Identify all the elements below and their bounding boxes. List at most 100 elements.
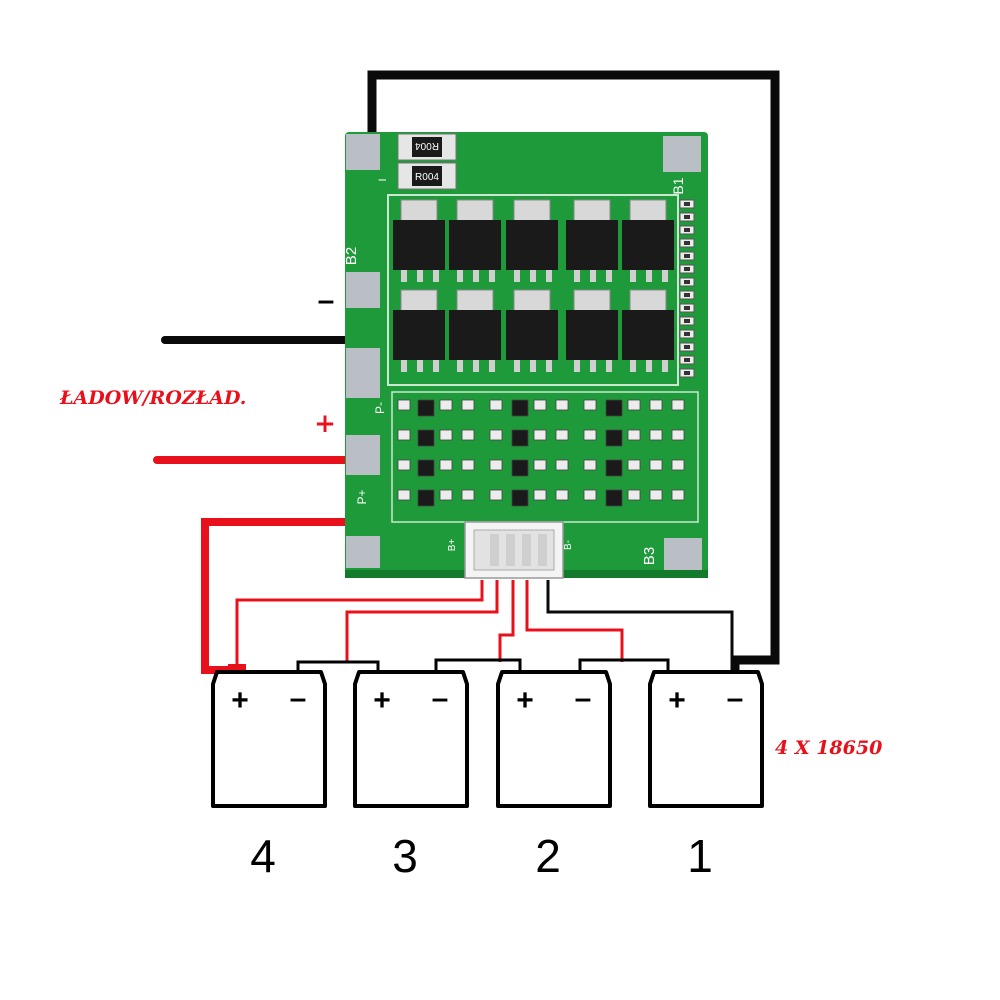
mosfet-tab: [573, 289, 611, 313]
mosfet-body: [566, 310, 618, 360]
control-ic: [511, 489, 529, 507]
wires: [153, 70, 780, 675]
control-smd: [533, 459, 547, 471]
edge-components: [679, 199, 695, 378]
mosfet: [622, 289, 674, 372]
cell-body: [211, 670, 327, 808]
connector-pin-3: [522, 534, 531, 566]
load-minus-label: –: [318, 284, 335, 317]
balance-connector: [464, 521, 564, 579]
mosfet-area: [387, 194, 679, 386]
cell-plus-terminal: +: [516, 684, 534, 717]
control-smd: [627, 399, 641, 411]
connector-pin-4: [538, 534, 547, 566]
silk-p-plus: P+: [355, 489, 369, 504]
mosfet: [393, 199, 445, 282]
mosfet: [506, 199, 558, 282]
control-ic: [511, 399, 529, 417]
cell-number: 3: [392, 830, 418, 882]
mosfet-leg: [433, 360, 439, 372]
control-smd: [439, 489, 453, 501]
mosfet-leg: [606, 270, 612, 282]
mosfet: [506, 289, 558, 372]
shunt-body-bottom: [412, 166, 442, 186]
mosfet-tab: [456, 289, 494, 313]
control-smd: [397, 429, 411, 441]
pad-p-minus: [346, 348, 380, 398]
mosfet-leg: [417, 360, 423, 372]
control-smd: [533, 489, 547, 501]
control-smd: [555, 399, 569, 411]
shunt-resistors: R004 R004: [397, 133, 457, 190]
edge-smd-core: [684, 371, 690, 375]
pad-b1: [663, 136, 701, 172]
mosfet-body: [449, 310, 501, 360]
mosfet-body: [506, 310, 558, 360]
strap-4-3: [296, 660, 380, 672]
control-smd: [649, 399, 663, 411]
control-ic: [605, 429, 623, 447]
control-smd: [627, 459, 641, 471]
cell-minus-terminal: –: [432, 682, 449, 715]
wire-black-b-minus-loop: [367, 70, 780, 675]
silk-resistor-mark: I: [377, 178, 389, 181]
control-smd: [533, 429, 547, 441]
pad-p-plus: [346, 435, 380, 475]
pad-b-plus: [346, 536, 380, 568]
cell-number: 1: [687, 830, 713, 882]
mosfet-leg: [630, 360, 636, 372]
strap-4-plus-tab: [228, 664, 246, 674]
mosfet-tab: [513, 199, 551, 223]
cell-body: [353, 670, 469, 808]
edge-smd-core: [684, 202, 690, 206]
silk-b2: B2: [343, 247, 360, 265]
edge-smd-core: [684, 254, 690, 258]
silk-b1: B1: [670, 177, 686, 194]
mosfet-body: [622, 220, 674, 270]
mosfet-body: [622, 310, 674, 360]
mosfet-leg: [473, 270, 479, 282]
mosfet-leg: [514, 270, 520, 282]
strap-3-2: [434, 658, 522, 672]
edge-smd-core: [684, 345, 690, 349]
mosfet-leg: [530, 270, 536, 282]
edge-smd-core: [684, 215, 690, 219]
pad-b3: [664, 538, 702, 570]
cell-straps: [228, 658, 670, 674]
edge-smd-core: [684, 241, 690, 245]
control-smd: [489, 399, 503, 411]
control-smd: [671, 459, 685, 471]
battery-cell-3: + – 3: [353, 670, 469, 882]
control-smd: [489, 489, 503, 501]
mosfet-leg: [546, 360, 552, 372]
control-smd: [439, 459, 453, 471]
mosfet-leg: [662, 360, 668, 372]
cell-body: [648, 670, 764, 808]
control-ic: [605, 489, 623, 507]
mosfet-body: [393, 310, 445, 360]
mosfet-body: [566, 220, 618, 270]
mosfet-leg: [546, 270, 552, 282]
control-smd: [649, 429, 663, 441]
edge-smd-core: [684, 319, 690, 323]
cell-plus-terminal: +: [373, 684, 391, 717]
control-ic: [417, 459, 435, 477]
edge-smd-core: [684, 228, 690, 232]
control-ic: [605, 399, 623, 417]
control-smd: [583, 429, 597, 441]
edge-smd-core: [684, 306, 690, 310]
control-smd: [583, 459, 597, 471]
mosfet-leg: [590, 270, 596, 282]
control-smd: [533, 399, 547, 411]
control-smd: [555, 489, 569, 501]
control-ic: [511, 429, 529, 447]
mosfet-leg: [514, 360, 520, 372]
load-plus-label: +: [314, 409, 336, 439]
battery-cell-1: +–1: [648, 670, 764, 882]
resistor-bottom-label: R004: [415, 172, 439, 183]
mosfet-leg: [530, 360, 536, 372]
control-smd: [671, 399, 685, 411]
edge-smd-core: [684, 280, 690, 284]
mosfet-tab: [400, 289, 438, 313]
